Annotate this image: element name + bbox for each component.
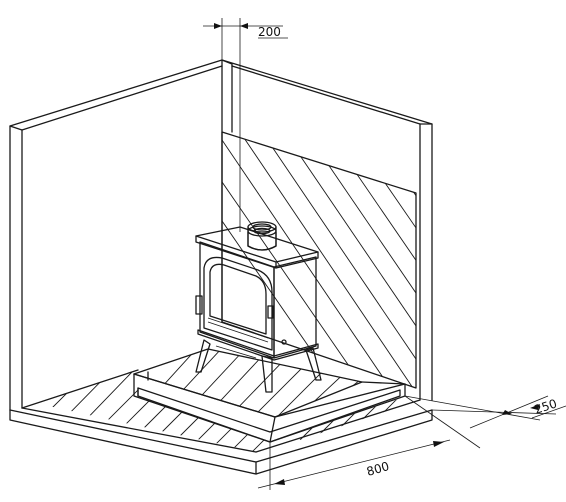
- stove-body-side: [273, 256, 317, 359]
- stove-leg-back-right: [305, 347, 322, 381]
- stove-top-plate: [195, 226, 319, 263]
- wood-stove: [195, 221, 322, 393]
- dimension-200: 200: [203, 18, 288, 232]
- dimension-label-800: 800: [365, 459, 391, 479]
- room-walls: [9, 59, 433, 475]
- stove-door: [203, 256, 273, 351]
- dimension-label-200: 200: [258, 25, 281, 39]
- dimension-label-250: 250: [533, 396, 559, 416]
- hearth-plinth: [133, 348, 406, 443]
- dimension-800: 800: [257, 395, 481, 490]
- stove-leg-front-left: [195, 339, 211, 373]
- stove-leg-front-right: [261, 355, 273, 393]
- back-panel: [221, 131, 417, 389]
- door-handle: [195, 295, 203, 315]
- stove-door-glass: [209, 263, 267, 335]
- dimension-250: 250: [404, 395, 566, 429]
